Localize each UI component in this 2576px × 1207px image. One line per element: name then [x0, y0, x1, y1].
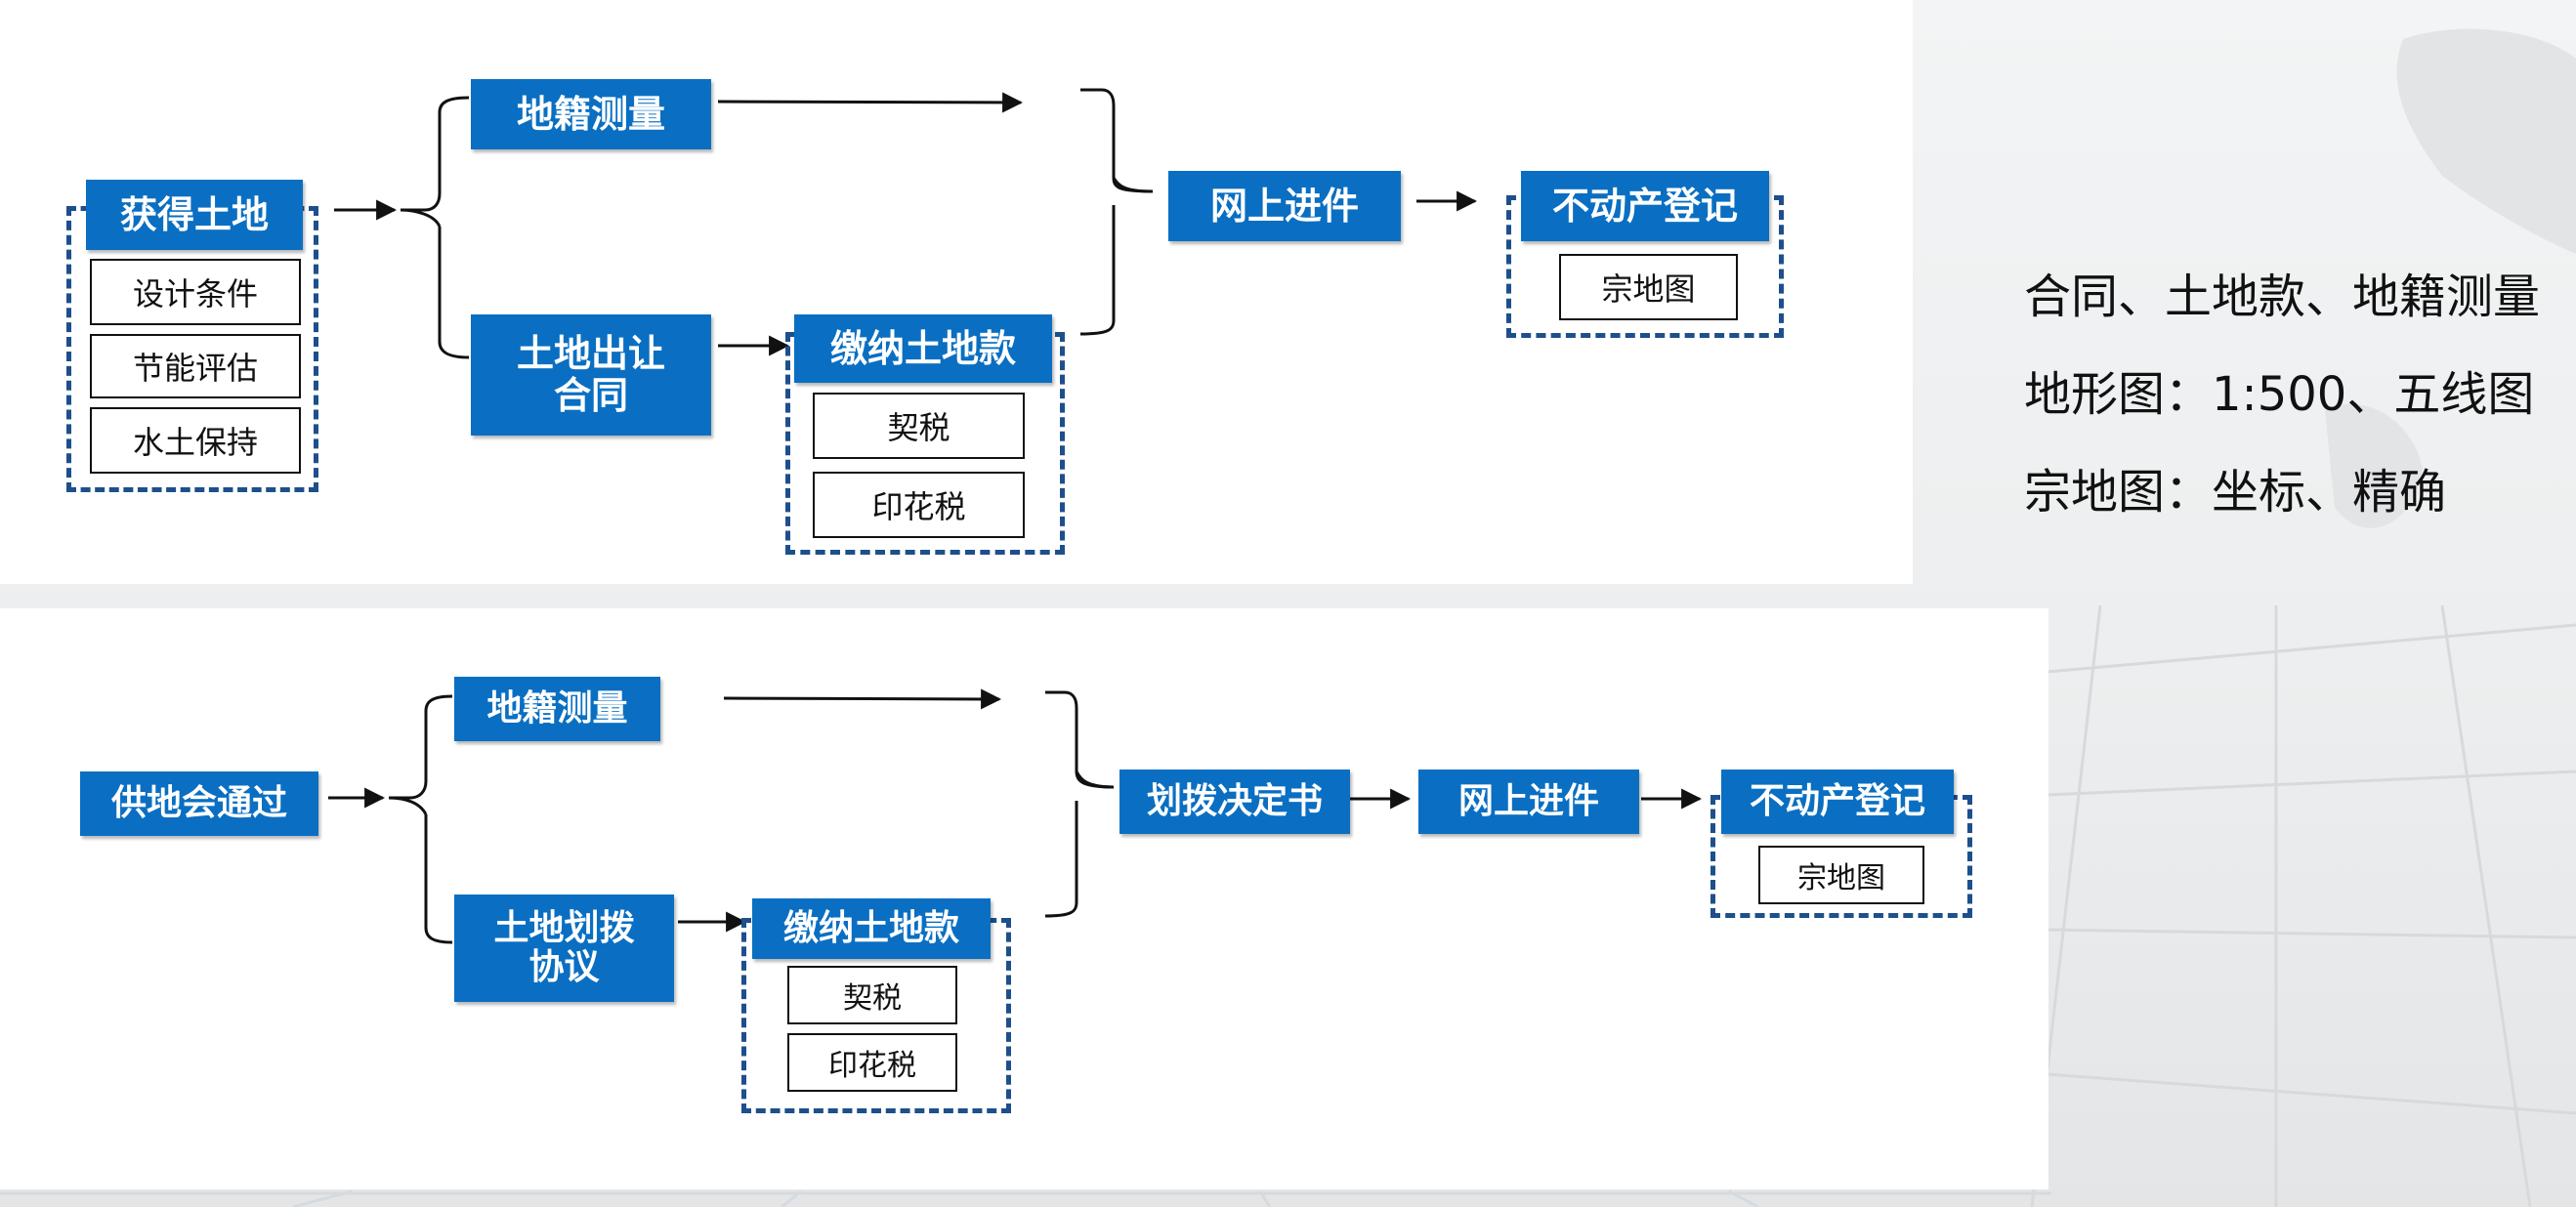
- property-registration-node-2[interactable]: 不动产登记: [1721, 770, 1954, 834]
- note-parcel-map: 宗地图：坐标、精确: [2024, 465, 2447, 520]
- soil-conservation-box[interactable]: 水土保持: [90, 407, 301, 474]
- design-conditions-box[interactable]: 设计条件: [90, 259, 301, 325]
- stamp-tax-box-2[interactable]: 印花税: [787, 1033, 957, 1092]
- online-submission-node[interactable]: 网上进件: [1168, 171, 1401, 241]
- property-registration-node[interactable]: 不动产登记: [1521, 171, 1769, 241]
- deed-tax-box-2[interactable]: 契税: [787, 966, 957, 1024]
- allocation-agreement-node[interactable]: 土地划拨 协议: [454, 895, 674, 1002]
- deed-tax-box[interactable]: 契税: [813, 393, 1025, 459]
- note-topographic-map: 地形图：1:500、五线图: [2024, 367, 2535, 422]
- energy-assessment-box[interactable]: 节能评估: [90, 334, 301, 398]
- committee-approval-node[interactable]: 供地会通过: [80, 771, 318, 836]
- transfer-contract-node[interactable]: 土地出让 合同: [471, 314, 711, 436]
- pay-land-fee-node-2[interactable]: 缴纳土地款: [752, 898, 991, 959]
- stamp-tax-box[interactable]: 印花税: [813, 472, 1025, 538]
- bottom-flow-panel: [0, 608, 2048, 1189]
- online-submission-node-2[interactable]: 网上进件: [1418, 770, 1639, 834]
- parcel-map-box[interactable]: 宗地图: [1559, 254, 1738, 320]
- cadastral-survey-node-2[interactable]: 地籍测量: [454, 677, 660, 741]
- allocation-decision-node[interactable]: 划拨决定书: [1119, 770, 1350, 834]
- pay-land-fee-node[interactable]: 缴纳土地款: [794, 314, 1052, 383]
- cadastral-survey-node[interactable]: 地籍测量: [471, 79, 711, 149]
- parcel-map-box-2[interactable]: 宗地图: [1758, 846, 1924, 904]
- obtain-land-node[interactable]: 获得土地: [86, 180, 303, 250]
- note-contract-fee-survey: 合同、土地款、地籍测量: [2024, 270, 2541, 324]
